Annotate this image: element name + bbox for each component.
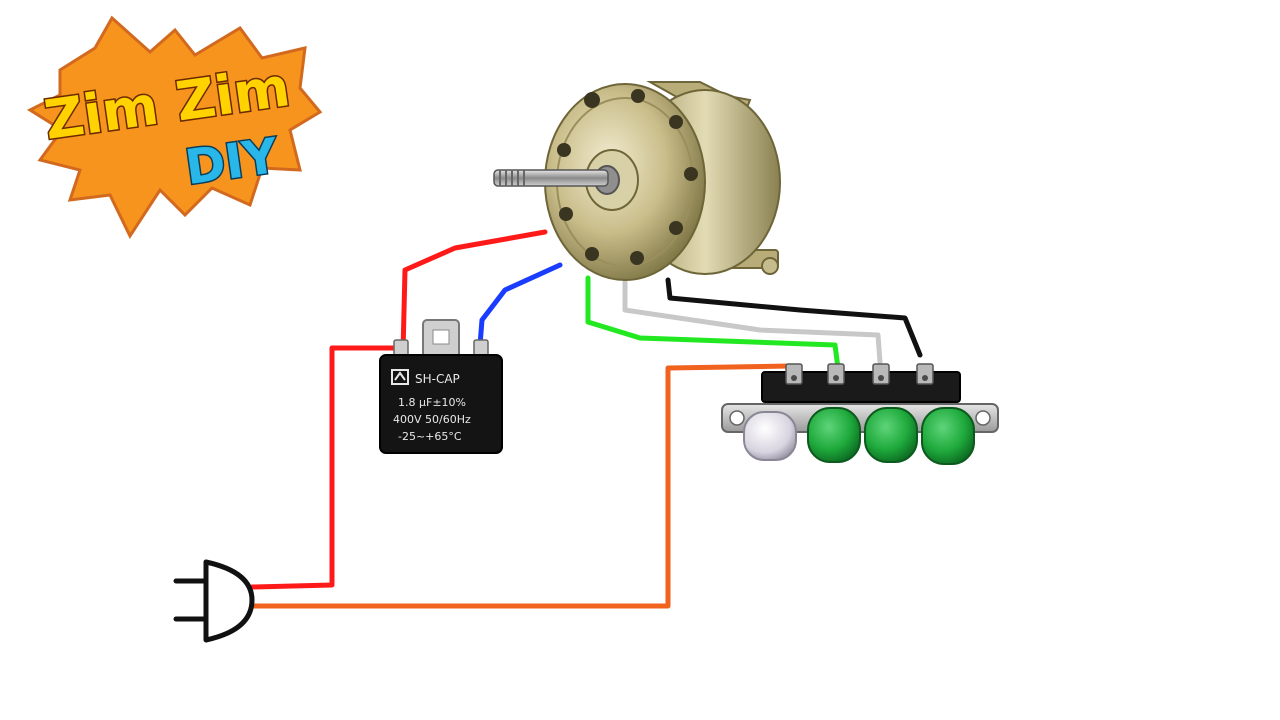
motor-shaft [493,169,609,187]
fan-motor [493,81,781,281]
logo-burst [26,15,323,240]
capacitor-brand: SH-CAP [415,372,460,386]
motor-screw [761,257,779,275]
wire-black-motor-switch [665,277,923,358]
capacitor-logo-icon [391,369,409,385]
switch-button-speed-3[interactable] [921,407,975,465]
wire-red-plug-capacitor [249,345,403,590]
capacitor-voltage: 400V 50/60Hz [393,413,471,426]
switch-button-off[interactable] [743,411,797,461]
wire-orange-plug-switch [249,363,793,609]
switch-mount-hole [975,410,991,426]
speed-switch [721,363,999,465]
switch-button-speed-2[interactable] [864,407,918,463]
motor-shaft-thread [499,170,525,186]
switch-terminals [785,363,934,385]
wire-green-motor-switch [585,275,841,371]
power-plug-icon [173,559,255,643]
wires [249,229,923,609]
logo-line2: DIY [182,128,283,196]
switch-button-speed-1[interactable] [807,407,861,463]
capacitor-capacitance: 1.8 μF±10% [398,396,466,409]
capacitor-body [379,354,503,454]
capacitor: SH-CAP 1.8 μF±10% 400V 50/60Hz -25~+65°C [379,319,503,454]
switch-housing [761,371,961,403]
capacitor-temperature: -25~+65°C [398,430,462,443]
motor-vent-holes [557,89,698,265]
logo: Zim Zim DIY [26,15,323,240]
wire-red-motor-capacitor [400,229,548,355]
wire-blue-motor-capacitor [477,262,563,348]
wire-gray-motor-switch [622,279,883,365]
switch-mount-hole [729,410,745,426]
